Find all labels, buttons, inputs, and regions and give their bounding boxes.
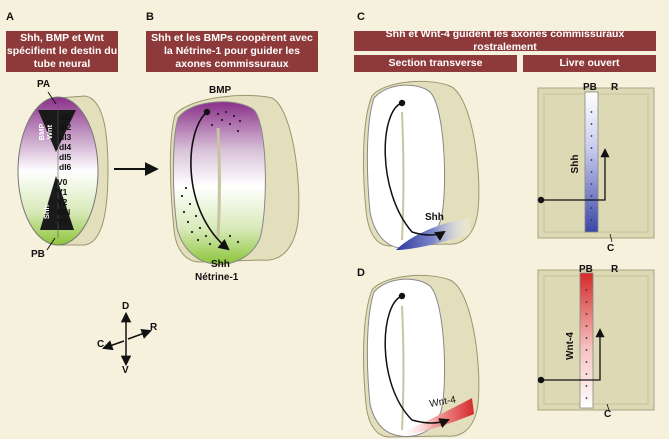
neural-tube-disc — [17, 95, 109, 246]
wnt-wedge-label: Wnt — [45, 124, 54, 139]
open-book-shh — [537, 87, 655, 243]
panel-letter-b: B — [146, 11, 154, 23]
domain-di4: dI4 — [59, 142, 72, 152]
pb-pointer — [46, 237, 56, 251]
pa-label: PA — [37, 79, 51, 90]
pa-pointer — [47, 91, 57, 105]
panel-letter-c: C — [357, 11, 365, 23]
domain-di2: dI2 — [59, 122, 72, 132]
domain-di6: dI6 — [59, 162, 72, 172]
domain-di5: dI5 — [59, 152, 72, 162]
subheader-section-transverse: Section transverse — [354, 55, 517, 72]
domain-di3: dI3 — [59, 132, 72, 142]
spinal-cord-section-c — [363, 80, 480, 250]
book-r-label-d: R — [611, 264, 619, 275]
compass-v-label: V — [122, 365, 129, 376]
spinal-cord-section-d — [363, 274, 480, 438]
banner-c: Shh et Wnt-4 guident les axones commissu… — [354, 28, 656, 53]
domain-v2: V2 — [57, 197, 68, 207]
bmp-wedge-label: BMP — [37, 124, 46, 141]
panel-letter-d: D — [357, 267, 365, 279]
shh-label-b: Shh — [211, 259, 230, 270]
panel-letter-a: A — [6, 11, 14, 23]
domain-v3: V3 — [57, 217, 68, 227]
book-pb-label-c: PB — [583, 82, 597, 93]
book-pb-label-d: PB — [579, 264, 593, 275]
book-r-label-c: R — [611, 82, 619, 93]
netrine-label: Nétrine-1 — [195, 272, 239, 283]
book-c-label-d: C — [604, 409, 612, 420]
book-gradient-label-c: Shh — [570, 155, 581, 174]
compass-icon — [102, 311, 152, 367]
domain-mn: MN — [57, 207, 71, 217]
compass-d-label: D — [122, 301, 130, 312]
book-c-label-c: C — [607, 243, 615, 254]
domain-di1: dI1 — [59, 112, 72, 122]
spinal-cord-section-b — [169, 94, 300, 265]
section-label-d: Wnt-4 — [429, 394, 458, 410]
compass-r-label: R — [150, 322, 158, 333]
subheader-livre-ouvert: Livre ouvert — [523, 55, 656, 72]
bmp-label: BMP — [209, 85, 232, 96]
pb-label: PB — [31, 249, 45, 260]
domain-v1: V1 — [57, 187, 68, 197]
banner-a: Shh, BMP et Wnt spécifient le destin du … — [6, 31, 118, 72]
shh-wedge-label: Shh — [42, 205, 51, 220]
section-label-c: Shh — [425, 212, 444, 223]
compass-c-label: C — [97, 339, 105, 350]
open-book-wnt4 — [537, 269, 655, 411]
banner-b: Shh et les BMPs coopèrent avec la Nétrin… — [146, 31, 318, 72]
domain-v0: V0 — [57, 177, 68, 187]
book-gradient-label-d: Wnt-4 — [565, 332, 576, 360]
